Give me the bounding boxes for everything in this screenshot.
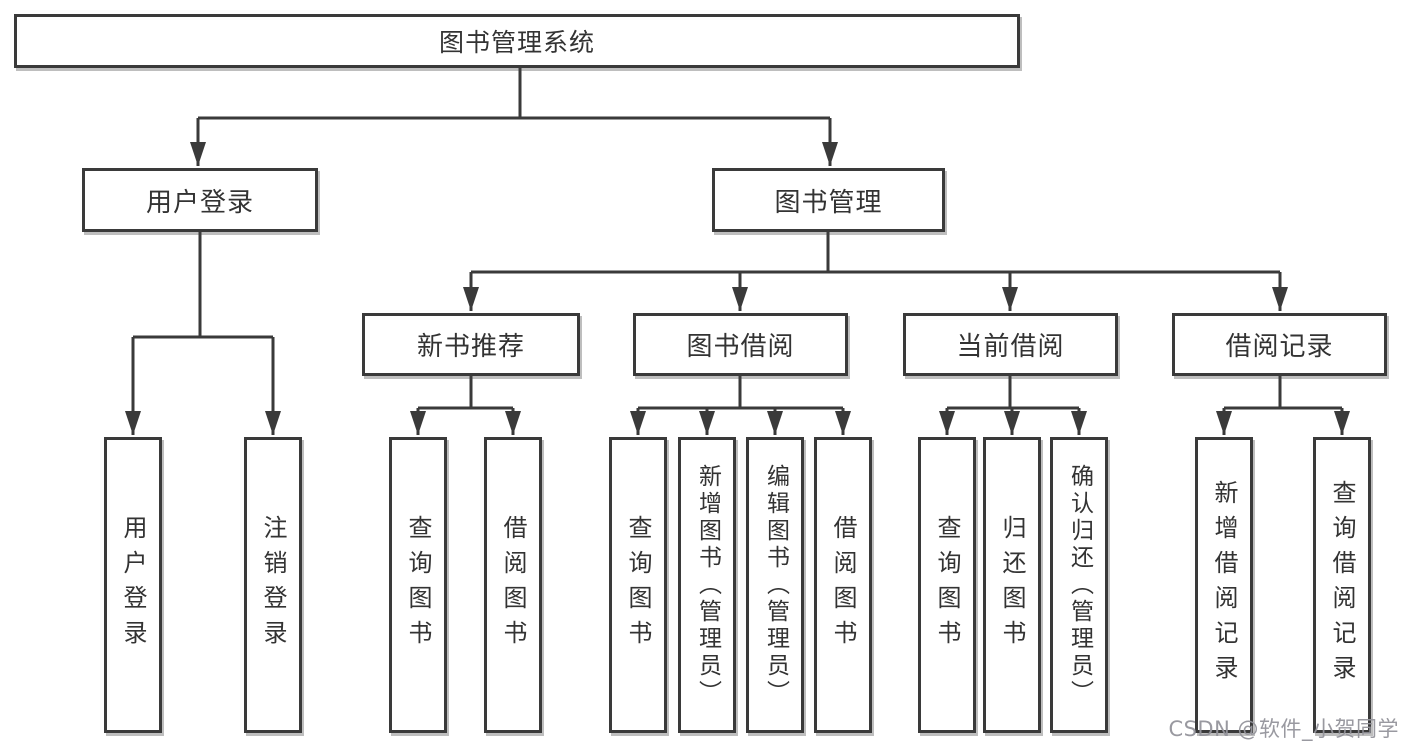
leaf-return-book-label: 归还图书: [998, 515, 1026, 655]
leaf-add-book: 新增图书（管理员）: [678, 437, 736, 733]
leaf-add-book-label: 新增图书（管理员）: [694, 463, 721, 707]
node-new-book-rec: 新书推荐: [362, 313, 580, 376]
leaf-borrow-book-borrow: 借阅图书: [814, 437, 872, 733]
leaf-query-record-label: 查询借阅记录: [1328, 480, 1356, 690]
leaf-return-book: 归还图书: [983, 437, 1041, 733]
leaf-edit-book-label: 编辑图书（管理员）: [762, 463, 789, 707]
node-book-mgmt: 图书管理: [712, 168, 945, 232]
leaf-query-record: 查询借阅记录: [1313, 437, 1371, 733]
node-current-borrow: 当前借阅: [903, 313, 1118, 376]
leaf-user-login-label: 用户登录: [119, 515, 147, 655]
leaf-logout: 注销登录: [244, 437, 302, 733]
leaf-query-book-current: 查询图书: [918, 437, 976, 733]
leaf-query-book-borrow-label: 查询图书: [624, 515, 652, 655]
node-root: 图书管理系统: [14, 14, 1020, 68]
node-user-login: 用户登录: [82, 168, 318, 232]
leaf-confirm-return: 确认归还（管理员）: [1050, 437, 1108, 733]
leaf-borrow-book-rec-label: 借阅图书: [499, 515, 527, 655]
leaf-logout-label: 注销登录: [259, 515, 287, 655]
leaf-query-book-rec-label: 查询图书: [404, 515, 432, 655]
node-book-borrow: 图书借阅: [633, 313, 848, 376]
leaf-add-record-label: 新增借阅记录: [1210, 480, 1238, 690]
leaf-query-book-current-label: 查询图书: [933, 515, 961, 655]
leaf-user-login: 用户登录: [104, 437, 162, 733]
leaf-edit-book: 编辑图书（管理员）: [746, 437, 804, 733]
node-new-book-rec-label: 新书推荐: [416, 332, 525, 362]
leaf-confirm-return-label: 确认归还（管理员）: [1066, 463, 1093, 707]
leaf-borrow-book-rec: 借阅图书: [484, 437, 542, 733]
leaf-add-record: 新增借阅记录: [1195, 437, 1253, 733]
node-book-mgmt-label: 图书管理: [774, 187, 883, 218]
node-book-borrow-label: 图书借阅: [686, 332, 795, 362]
node-user-login-label: 用户登录: [145, 187, 254, 218]
leaf-query-book-borrow: 查询图书: [609, 437, 667, 733]
node-root-label: 图书管理系统: [438, 28, 595, 57]
leaf-query-book-rec: 查询图书: [389, 437, 447, 733]
connector-lines: [133, 68, 1342, 410]
node-borrow-records-label: 借阅记录: [1225, 332, 1334, 362]
node-current-borrow-label: 当前借阅: [956, 332, 1065, 362]
leaf-borrow-book-borrow-label: 借阅图书: [829, 515, 857, 655]
node-borrow-records: 借阅记录: [1172, 313, 1387, 376]
